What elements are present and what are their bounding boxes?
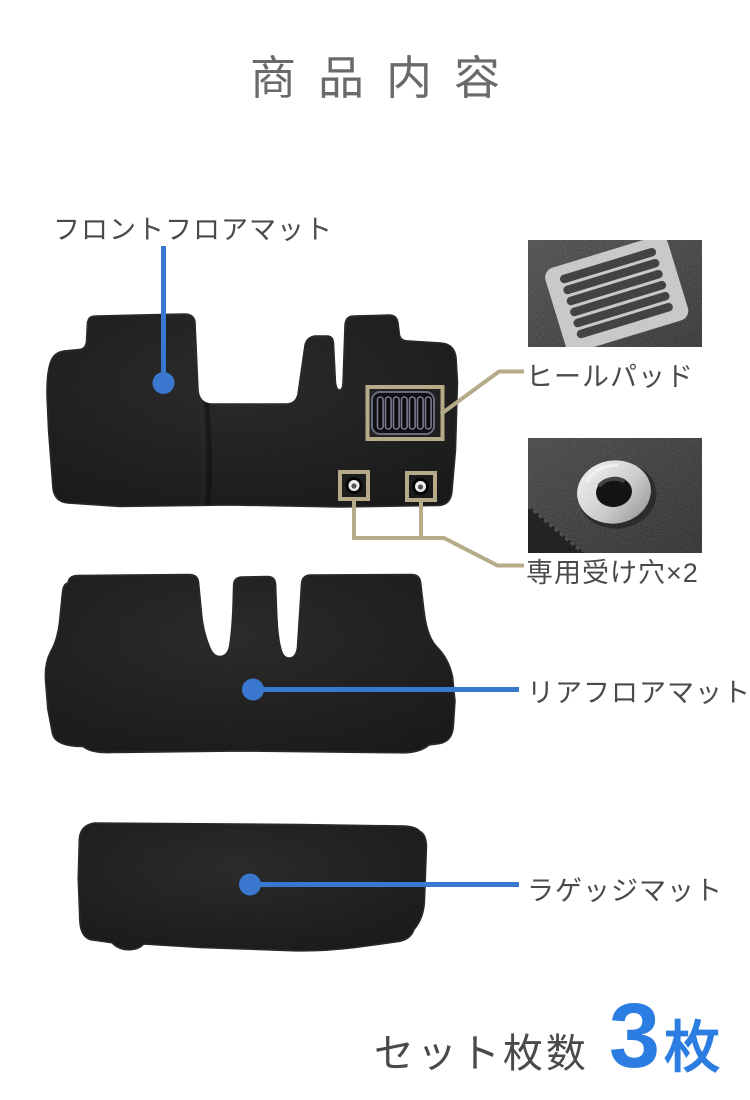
page-title: 商品内容 — [250, 52, 522, 104]
front-mat-leader-dot-icon — [152, 372, 175, 394]
holes-connector-line — [352, 536, 524, 568]
heel-pad-connector-line — [439, 369, 524, 416]
label-heel-pad: ヒールパッド — [526, 362, 694, 392]
heel-pad-on-mat — [371, 391, 435, 435]
label-front-floor-mat: フロントフロアマット — [53, 215, 333, 245]
heel-pad-photo — [528, 240, 702, 347]
grommet-on-mat-2 — [412, 478, 429, 495]
grommet-photo — [528, 438, 702, 553]
grommet-on-mat-1 — [345, 477, 363, 494]
label-rear-floor-mat: リアフロアマット — [527, 678, 750, 708]
set-count-unit: 枚 — [664, 1016, 720, 1079]
front-floor-mat-image — [46, 313, 459, 508]
set-count-label: セット枚数 — [373, 1032, 589, 1076]
rear-mat-leader-dot-icon — [242, 678, 264, 701]
label-receiving-holes: 専用受け穴×2 — [526, 558, 699, 588]
rear-floor-mat-image — [44, 573, 456, 754]
luggage-mat-leader-dot-icon — [239, 873, 261, 896]
set-count-number: 3 — [608, 985, 660, 1087]
label-luggage-mat: ラゲッジマット — [527, 876, 723, 906]
set-count: セット枚数 3 枚 — [374, 990, 720, 1084]
